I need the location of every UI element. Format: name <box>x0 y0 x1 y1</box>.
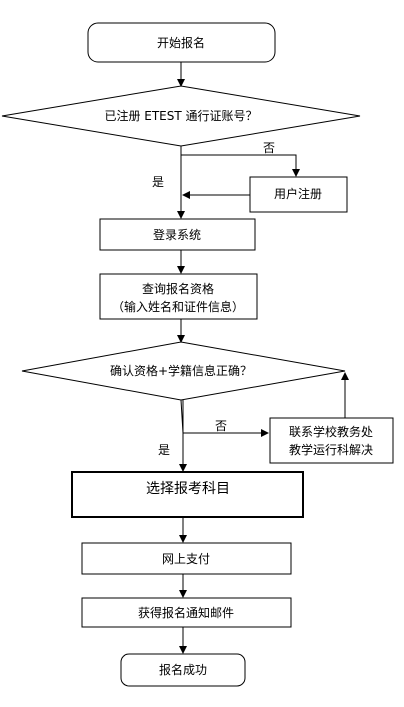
email-node-label: 获得报名通知邮件 <box>138 605 234 620</box>
register-node-label: 用户注册 <box>274 186 322 201</box>
select-subject-label: 选择报考科目 <box>146 481 230 497</box>
start-node-label: 开始报名 <box>157 35 205 50</box>
pay-node-label: 网上支付 <box>162 552 210 566</box>
label-yes-2: 是 <box>158 443 170 457</box>
login-node-label: 登录系统 <box>153 227 201 242</box>
pay-node <box>81 542 292 575</box>
decision-account-label: 已注册 ETEST 通行证账号？ <box>104 108 257 123</box>
label-no-1: 否 <box>263 141 275 155</box>
decision-info-label: 确认资格+学籍信息正确？ <box>110 363 252 378</box>
contact-node <box>269 417 394 464</box>
select-subject-node <box>71 471 304 518</box>
contact-node-line1: 联系学校教务处 <box>289 424 373 439</box>
register-node <box>249 176 348 213</box>
label-yes-1: 是 <box>152 175 164 189</box>
query-node-line1: 查询报名资格 <box>142 281 214 296</box>
query-node <box>99 273 258 320</box>
label-no-2: 否 <box>215 419 227 433</box>
contact-node-line2: 教学运行科解决 <box>289 442 373 457</box>
arrow-decision-to-register <box>180 146 300 177</box>
query-node-line2: （输入姓名和证件信息） <box>112 299 244 314</box>
email-node <box>81 597 292 628</box>
login-node <box>99 218 256 251</box>
success-node <box>120 653 246 687</box>
success-node-label: 报名成功 <box>159 662 207 677</box>
